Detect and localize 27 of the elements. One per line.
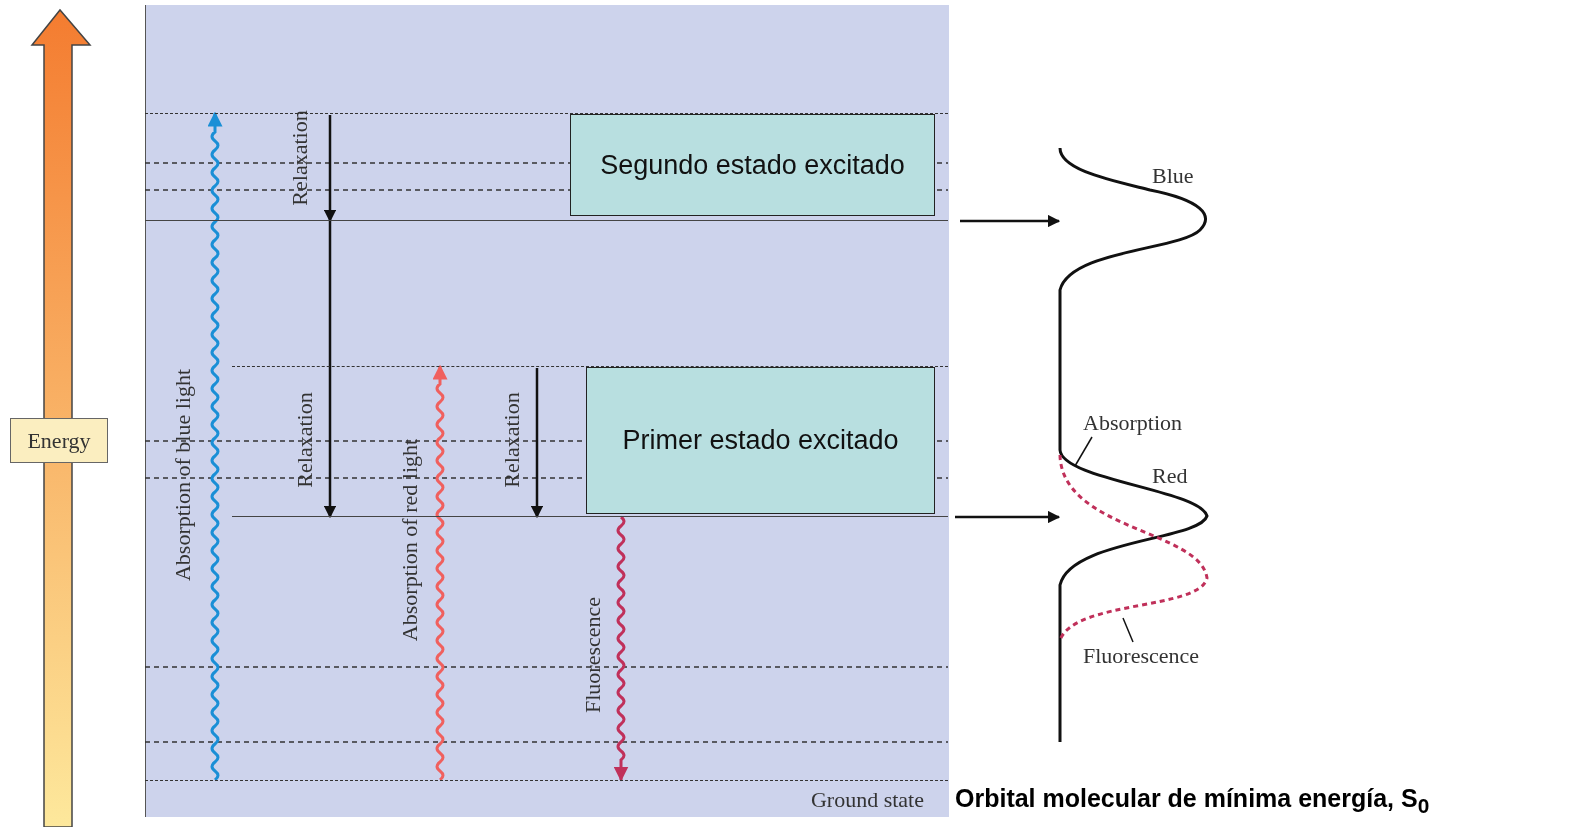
caption-text: Orbital molecular de mínima energía, S$_{0}$ (955, 784, 1430, 818)
state-label: Primer estado excitado (586, 367, 935, 514)
curve-label: Fluorescence (1083, 643, 1200, 669)
level-label: Ground state (810, 787, 924, 813)
arrow (323, 115, 337, 223)
energy-label: Energy (10, 418, 108, 463)
arrow (530, 368, 544, 519)
energy-level-band (232, 366, 948, 517)
arrow (323, 221, 337, 519)
edge-label: Relaxation (292, 392, 318, 488)
wavy-arrow (613, 515, 629, 782)
curve-label: Absorption (1083, 410, 1182, 436)
edge-label: Fluorescence (580, 596, 606, 714)
leader-line (1074, 436, 1093, 467)
wavy-arrow (432, 364, 448, 781)
arrow (955, 510, 1061, 524)
spectrum-curve (1058, 147, 1209, 742)
leader-line (1122, 617, 1134, 643)
edge-label: Absorption of red light (397, 438, 423, 642)
peak-label: Blue (1152, 163, 1194, 189)
peak-label: Red (1152, 463, 1188, 489)
state-label: Segundo estado excitado (570, 114, 935, 216)
edge-label: Relaxation (287, 110, 313, 206)
edge-label: Relaxation (499, 392, 525, 488)
wavy-arrow (207, 111, 223, 781)
arrow (960, 214, 1061, 228)
edge-label: Absorption of blue light (170, 369, 196, 581)
